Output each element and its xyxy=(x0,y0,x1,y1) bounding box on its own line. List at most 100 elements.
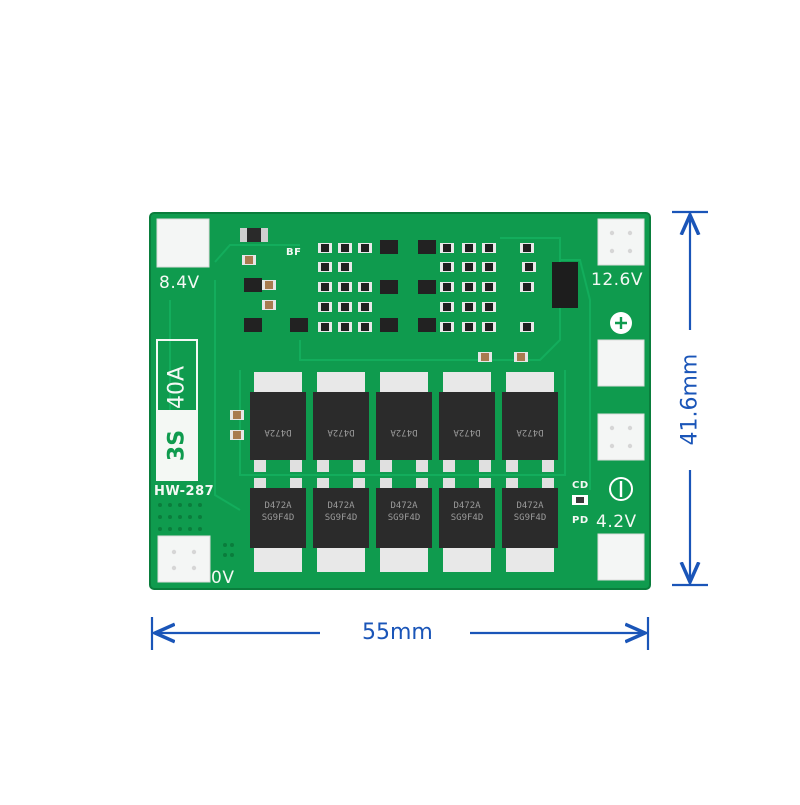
smd-resistor xyxy=(462,243,476,253)
height-dimension-label: 41.6mm xyxy=(677,353,703,446)
smd-resistor xyxy=(462,302,476,312)
smd-resistor xyxy=(440,282,454,292)
smd-resistor xyxy=(440,302,454,312)
mosfet: D472A xyxy=(313,372,369,472)
width-dimension-label: 55mm xyxy=(362,620,433,645)
smd-resistor xyxy=(338,322,352,332)
smd-resistor xyxy=(338,282,352,292)
smd-resistor xyxy=(318,322,332,332)
smd-resistor xyxy=(462,262,476,272)
smd-resistor xyxy=(358,302,372,312)
sot-transistor xyxy=(380,318,398,332)
smd-capacitor xyxy=(230,410,244,420)
smd-resistor xyxy=(520,243,534,253)
plus-circle-icon xyxy=(610,312,632,334)
diode-chip xyxy=(552,262,578,308)
svg-text:D472A: D472A xyxy=(453,427,481,437)
label-8-4v: 8.4V xyxy=(159,273,200,293)
smd-resistor xyxy=(520,322,534,332)
sot-transistor xyxy=(418,318,436,332)
pad-bottom-left xyxy=(157,535,211,583)
smd-resistor xyxy=(338,243,352,253)
mosfet: D472A SG9F4D xyxy=(250,478,306,572)
pad-top-left xyxy=(156,218,210,268)
silk-pd: PD xyxy=(572,515,589,526)
spec-fill xyxy=(157,410,197,480)
mosfet: D472A SG9F4D xyxy=(439,478,495,572)
smd-resistor xyxy=(338,302,352,312)
pad-mid-right-1 xyxy=(597,339,645,387)
smd-components xyxy=(230,228,578,440)
smd-resistor xyxy=(462,282,476,292)
smd-capacitor xyxy=(230,430,244,440)
minus-circle-icon xyxy=(609,477,633,501)
svg-text:D472A: D472A xyxy=(516,501,544,511)
svg-text:SG9F4D: SG9F4D xyxy=(388,513,421,523)
smd-capacitor xyxy=(478,352,492,362)
mosfet: D472A xyxy=(439,372,495,472)
sot-transistor xyxy=(290,318,308,332)
label-12-6v: 12.6V xyxy=(591,270,643,290)
smd-resistor xyxy=(482,302,496,312)
pad-bottom-right xyxy=(597,533,645,581)
smd-resistor xyxy=(520,282,534,292)
svg-text:D472A: D472A xyxy=(390,501,418,511)
dimension-arrow-icon xyxy=(150,210,708,650)
svg-text:SG9F4D: SG9F4D xyxy=(325,513,358,523)
sot-transistor xyxy=(418,240,436,254)
pad-top-right xyxy=(597,218,645,266)
smd-capacitor xyxy=(514,352,528,362)
pad-mid-right-2 xyxy=(597,413,645,461)
svg-text:D472A: D472A xyxy=(264,501,292,511)
smd-resistor xyxy=(318,262,332,272)
via-cluster xyxy=(158,503,234,557)
smd-resistor xyxy=(358,282,372,292)
svg-text:SG9F4D: SG9F4D xyxy=(514,513,547,523)
svg-text:D472A: D472A xyxy=(453,501,481,511)
smd-resistor xyxy=(318,243,332,253)
smd-resistor xyxy=(358,243,372,253)
silk-bf: BF xyxy=(286,247,302,258)
svg-text:D472A: D472A xyxy=(390,427,418,437)
smd-resistor xyxy=(440,322,454,332)
sot-transistor xyxy=(418,280,436,294)
sot-transistor xyxy=(244,318,262,332)
svg-text:SG9F4D: SG9F4D xyxy=(451,513,484,523)
label-0v: 0V xyxy=(211,568,235,588)
smd-resistor xyxy=(440,243,454,253)
smd-resistor xyxy=(522,262,536,272)
label-4-2v: 4.2V xyxy=(596,512,637,532)
smd-capacitor xyxy=(242,255,256,265)
smd-resistor xyxy=(358,322,372,332)
smd-resistor xyxy=(338,262,352,272)
pcb-traces xyxy=(169,237,591,511)
mosfet: D472A SG9F4D xyxy=(376,478,432,572)
sot-transistor xyxy=(380,240,398,254)
mosfet: D472A xyxy=(250,372,306,472)
smd-resistor xyxy=(318,302,332,312)
svg-text:D472A: D472A xyxy=(264,427,292,437)
smd-resistor xyxy=(482,243,496,253)
mosfet: D472A SG9F4D xyxy=(502,478,558,572)
smd-resistor xyxy=(482,322,496,332)
smd-capacitor xyxy=(262,300,276,310)
svg-text:D472A: D472A xyxy=(327,427,355,437)
smd-resistor xyxy=(318,282,332,292)
svg-text:D472A: D472A xyxy=(327,501,355,511)
svg-text:D472A: D472A xyxy=(516,427,544,437)
spec-cells: 3S xyxy=(164,429,190,462)
mosfet: D472A xyxy=(376,372,432,472)
smd-resistor xyxy=(482,282,496,292)
sot-transistor xyxy=(244,278,262,292)
svg-text:SG9F4D: SG9F4D xyxy=(262,513,295,523)
mosfet: D472A xyxy=(502,372,558,472)
smd-resistor xyxy=(482,262,496,272)
silk-cd: CD xyxy=(572,480,589,491)
sot-transistor xyxy=(380,280,398,294)
mosfet: D472A SG9F4D xyxy=(313,478,369,572)
smd-capacitor xyxy=(262,280,276,290)
smd-resistor xyxy=(440,262,454,272)
